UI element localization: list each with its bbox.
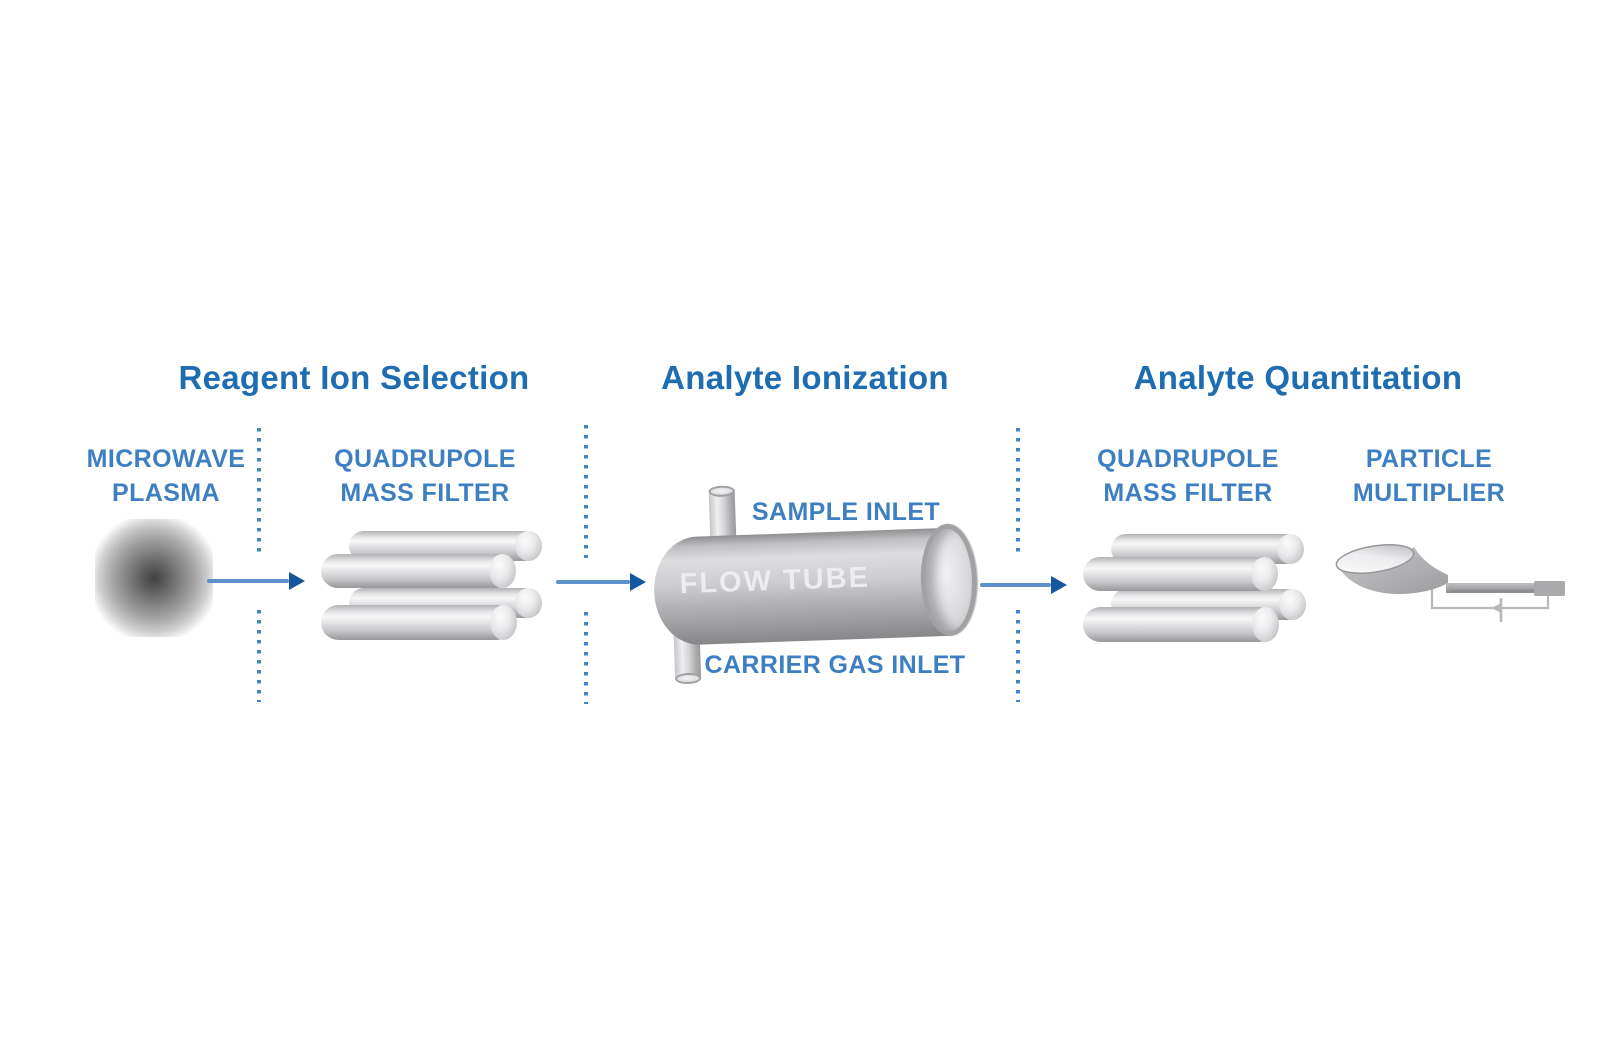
flow-arrow-2 bbox=[556, 580, 630, 584]
multiplier-bell bbox=[1336, 547, 1448, 595]
microwave-plasma-ball bbox=[95, 519, 213, 637]
quadrupole-2-label-line1: QUADRUPOLE bbox=[1097, 445, 1279, 473]
quadrupole-2-label-line2: MASS FILTER bbox=[1103, 479, 1273, 507]
multiplier-circuit-contact bbox=[1491, 603, 1501, 613]
quadrupole-1-label-line2: MASS FILTER bbox=[340, 479, 510, 507]
microwave-plasma-label-line2: PLASMA bbox=[112, 479, 220, 507]
section-divider-3-bottom bbox=[1016, 610, 1020, 702]
multiplier-arm bbox=[1446, 583, 1538, 593]
quadrupole-1-label-line1: QUADRUPOLE bbox=[334, 445, 516, 473]
carrier-gas-inlet-opening bbox=[674, 672, 702, 685]
quad2-rod-front-bottom bbox=[1083, 607, 1279, 642]
flow-tube-assembly: FLOW TUBE bbox=[636, 463, 1024, 706]
multiplier-arm-shadow bbox=[1451, 589, 1536, 593]
flow-arrow-3 bbox=[980, 583, 1051, 587]
multiplier-opening bbox=[1335, 544, 1415, 574]
particle-multiplier-label-line2: MULTIPLIER bbox=[1352, 479, 1506, 507]
quadrupole-mass-filter-1-label: QUADRUPOLE MASS FILTER bbox=[334, 442, 516, 510]
particle-multiplier-label-line1: PARTICLE bbox=[1365, 445, 1493, 473]
section-divider-1-bottom bbox=[257, 610, 261, 702]
section-divider-2-top bbox=[584, 425, 588, 558]
microwave-plasma-label: MICROWAVE PLASMA bbox=[87, 442, 246, 510]
multiplier-end-block bbox=[1534, 581, 1565, 596]
section-divider-1-top bbox=[257, 428, 261, 558]
carrier-gas-inlet-label: CARRIER GAS INLET bbox=[704, 651, 966, 679]
microwave-plasma-label-line1: MICROWAVE bbox=[86, 445, 246, 473]
multiplier-circuit-wire bbox=[1430, 587, 1550, 610]
section-divider-3-top bbox=[1016, 428, 1020, 558]
sample-inlet-label: SAMPLE INLET bbox=[751, 498, 941, 526]
quad2-rod-front-top bbox=[1083, 557, 1278, 591]
quad1-rod-front-bottom bbox=[321, 605, 517, 640]
quadrupole-mass-filter-2-label: QUADRUPOLE MASS FILTER bbox=[1097, 442, 1279, 510]
section-divider-2-bottom bbox=[584, 612, 588, 704]
quad1-rod-front-top bbox=[321, 554, 516, 588]
section-heading-analyte-quantitation: Analyte Quantitation bbox=[1133, 359, 1463, 396]
section-heading-analyte-ionization: Analyte Ionization bbox=[661, 359, 949, 396]
flow-arrow-1 bbox=[207, 579, 289, 583]
particle-multiplier-horn bbox=[1335, 544, 1565, 622]
section-heading-reagent-ion-selection: Reagent Ion Selection bbox=[178, 359, 530, 396]
particle-multiplier-label: PARTICLE MULTIPLIER bbox=[1353, 442, 1505, 510]
